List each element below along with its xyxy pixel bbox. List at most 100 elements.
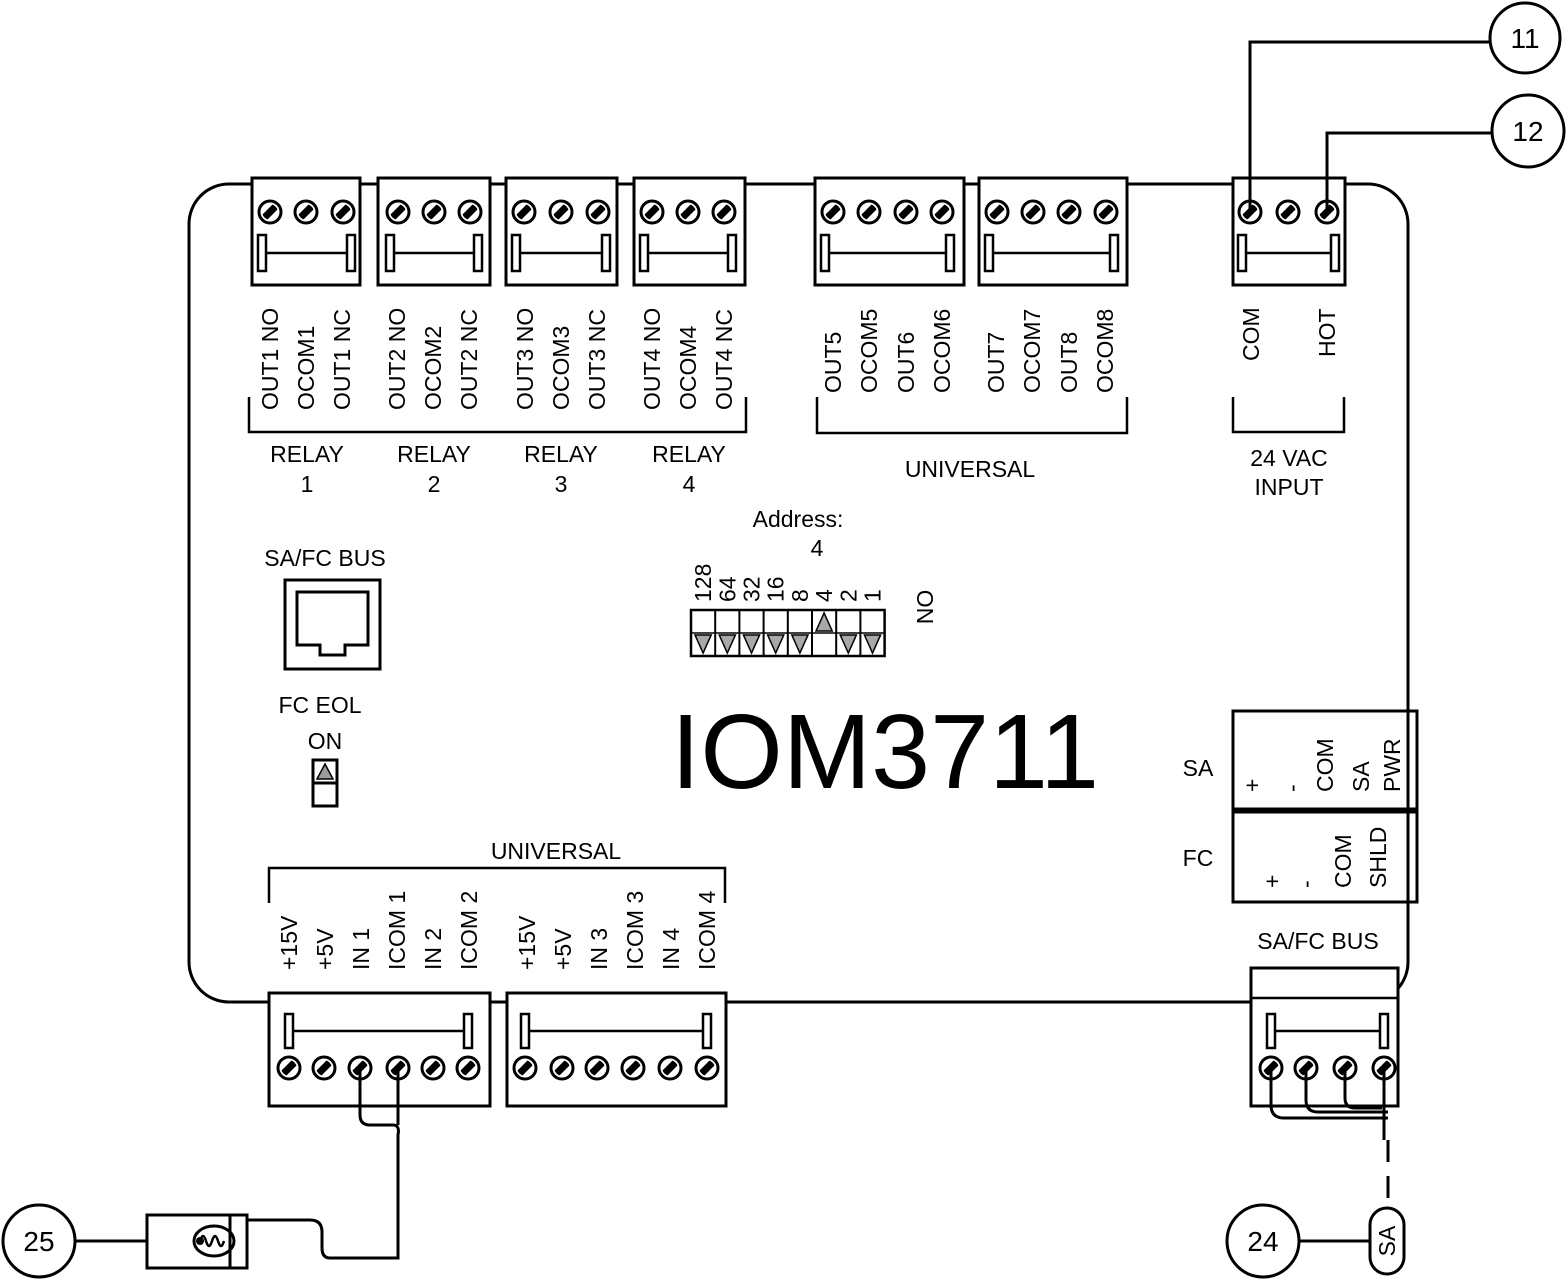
top-block-2-screw-2-slot xyxy=(426,204,442,220)
top-block-1-screw-1 xyxy=(257,199,283,225)
top-terminal-block-2 xyxy=(376,176,492,287)
rj-port-icon xyxy=(283,578,382,671)
top-block-6-screw-3 xyxy=(1056,199,1082,225)
universal-outputs-bracket xyxy=(815,397,1129,435)
callout-24-text: 24 xyxy=(1247,1226,1278,1257)
top-block-5-screw-4-slot xyxy=(934,204,950,220)
address-label: Address: xyxy=(753,506,844,532)
top-block-2-screw-3 xyxy=(457,199,483,225)
fc-port-label: FC xyxy=(1183,845,1214,871)
bottom-block-2-screw-5-slot xyxy=(662,1060,678,1076)
controller-board-outline xyxy=(187,182,1410,1004)
relay-2-terminal-2-label: OCOM2 xyxy=(420,326,446,410)
bottom-block-2-screw-1 xyxy=(512,1055,538,1081)
universal-output-label-3: OUT6 xyxy=(893,332,919,393)
bottom-block-1-screw-5 xyxy=(420,1055,446,1081)
bus-block-screw-1-slot xyxy=(1263,1060,1279,1076)
top-block-4-screw-1 xyxy=(639,199,665,225)
bottom-block-2-tab-left xyxy=(519,1012,531,1050)
power-input-bracket xyxy=(1231,397,1346,434)
relay-1-number: 1 xyxy=(301,471,314,497)
power-com-label: COM xyxy=(1238,307,1264,361)
top-block-5-screw-3 xyxy=(893,199,919,225)
top-block-6-screw-4-slot xyxy=(1098,204,1114,220)
dip-toggle-4-off xyxy=(766,634,785,655)
callout-25-text: 25 xyxy=(23,1226,54,1257)
dip-label-3: 32 xyxy=(739,576,765,602)
top-block-6-screw-3-slot xyxy=(1061,204,1077,220)
universal-input-label-8: +5V xyxy=(550,928,576,970)
dip-toggle-1-off xyxy=(693,634,713,655)
dip-label-8: 1 xyxy=(860,589,886,602)
relay-4-label: RELAY xyxy=(652,441,726,467)
relay-1-label: RELAY xyxy=(270,441,344,467)
top-block-3-tab-left xyxy=(510,233,522,273)
top-block-5-screw-3-slot xyxy=(898,204,914,220)
relay-3-terminal-3-label: OUT3 NC xyxy=(584,309,610,410)
dip-label-5: 8 xyxy=(787,589,813,602)
bottom-block-2-body xyxy=(505,991,728,1108)
dip-label-2: 64 xyxy=(714,576,740,602)
top-block-3-screw-2-slot xyxy=(553,204,569,220)
top-block-6-tab-left xyxy=(983,233,995,273)
bottom-block-1-screw-4-slot xyxy=(390,1060,406,1076)
fc-terminal-label-4: SHLD xyxy=(1365,827,1391,888)
universal-output-label-4: OCOM6 xyxy=(929,309,955,393)
top-block-1-screw-3 xyxy=(330,199,356,225)
top-block-1-tab-left xyxy=(256,233,268,273)
top-block-6-screw-2 xyxy=(1020,199,1046,225)
top-block-4-screw-1-slot xyxy=(644,204,660,220)
bus-terminal-block xyxy=(1249,966,1400,1108)
callout-24-circle xyxy=(1225,1203,1301,1279)
bottom-block-2-screw-2-slot xyxy=(554,1060,570,1076)
top-block-1-screw-1-slot xyxy=(262,204,278,220)
universal-inputs-bracket xyxy=(267,866,727,903)
top-block-1-screw-2-slot xyxy=(298,204,314,220)
top-block-2-screw-1 xyxy=(385,199,411,225)
sa-terminal-label-4: SA xyxy=(1348,761,1374,792)
dip-label-4: 16 xyxy=(763,576,789,602)
top-terminal-blocks xyxy=(250,176,1347,287)
top-block-5-screw-2-slot xyxy=(861,204,877,220)
relay-3-terminal-1-label: OUT3 NO xyxy=(512,308,538,410)
dip-label-6: 4 xyxy=(811,589,837,602)
dip-toggle-7-off xyxy=(839,634,858,655)
universal-input-label-1: +15V xyxy=(276,915,302,970)
relay-1-terminal-2-label: OCOM1 xyxy=(293,326,319,410)
relay-3-label: RELAY xyxy=(524,441,598,467)
top-block-7-screw-2 xyxy=(1275,199,1301,225)
power-hot-label: HOT xyxy=(1314,308,1340,357)
relay-3-terminal-2-label: OCOM3 xyxy=(548,326,574,410)
top-block-6-screw-1 xyxy=(984,199,1010,225)
universal-input-label-2: +5V xyxy=(312,928,338,970)
bus-wire-3 xyxy=(1343,1070,1382,1110)
fc-eol-label: FC EOL xyxy=(278,692,361,718)
callout-25-circle xyxy=(1,1203,77,1279)
dip-label-1: 128 xyxy=(690,564,716,602)
universal-input-label-3: IN 1 xyxy=(348,928,374,970)
top-block-4-tab-left xyxy=(638,233,650,273)
power-input-label-line2: INPUT xyxy=(1255,474,1324,500)
bottom-block-1-tab-left xyxy=(283,1012,295,1050)
sa-port-label: SA xyxy=(1183,755,1214,781)
top-block-6-body xyxy=(977,176,1129,287)
bottom-block-2-screw-6 xyxy=(694,1055,720,1081)
top-block-3-screw-1-slot xyxy=(516,204,532,220)
fc-port-connector xyxy=(1231,810,1419,904)
universal-input-label-5: IN 2 xyxy=(420,928,446,970)
dip-toggle-3-off xyxy=(742,634,761,655)
bottom-terminal-blocks xyxy=(267,991,728,1108)
top-block-3-screw-2 xyxy=(548,199,574,225)
top-block-4-screw-3 xyxy=(711,199,737,225)
universal-output-label-2: OCOM5 xyxy=(856,309,882,393)
universal-output-label-6: OCOM7 xyxy=(1019,309,1045,393)
bottom-block-1-screw-5-slot xyxy=(425,1060,441,1076)
universal-output-label-8: OCOM8 xyxy=(1092,309,1118,393)
power-input-label-line1: 24 VAC xyxy=(1250,445,1328,471)
relay-3-number: 3 xyxy=(555,471,568,497)
top-block-1-tab-right xyxy=(345,233,357,273)
universal-input-label-4: ICOM 1 xyxy=(384,891,410,970)
bottom-block-1-screw-1-slot xyxy=(281,1060,297,1076)
